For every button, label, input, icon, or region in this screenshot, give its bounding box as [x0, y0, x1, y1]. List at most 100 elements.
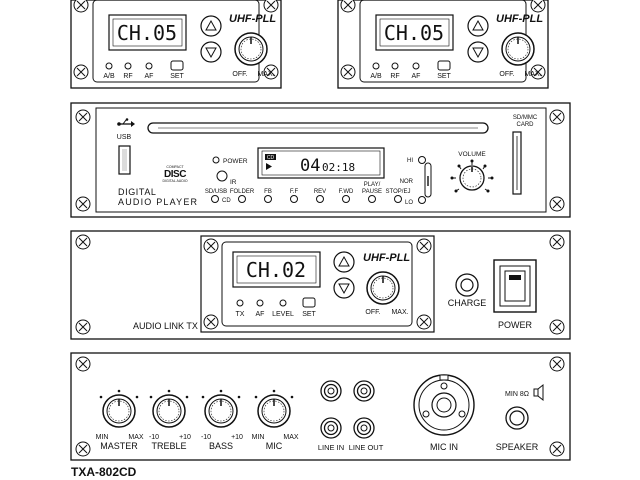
- volume-label: VOLUME: [458, 151, 486, 158]
- screw-icon: [75, 319, 91, 335]
- down-arrow-button[interactable]: [333, 277, 355, 299]
- screw-icon: [340, 64, 356, 80]
- tx-volume-knob[interactable]: [366, 271, 400, 305]
- line-in-jack-left[interactable]: [320, 380, 342, 402]
- screw-icon: [549, 234, 565, 250]
- sd-usb-button[interactable]: [211, 195, 219, 203]
- power-label: POWER: [498, 320, 533, 330]
- rf-label: RF: [123, 73, 132, 80]
- mic-in-label: MIC IN: [430, 442, 458, 452]
- ab-led-button[interactable]: [105, 62, 113, 70]
- treble-max-label: +10: [179, 434, 191, 441]
- card-label: CARD: [516, 122, 534, 128]
- power-switch[interactable]: [493, 259, 537, 313]
- tx-led: [236, 299, 244, 307]
- usb-label: USB: [117, 134, 132, 141]
- channel-display: CH.05: [384, 21, 444, 45]
- screw-icon: [75, 234, 91, 250]
- master-max-label: MAX: [128, 434, 144, 441]
- volume-knob[interactable]: [501, 32, 535, 66]
- folder-button[interactable]: [238, 195, 246, 203]
- knob-max-label: MAX.: [257, 71, 274, 78]
- brand-label: UHF-PLL: [496, 13, 543, 25]
- screw-icon: [549, 319, 565, 335]
- master-knob[interactable]: [102, 394, 136, 428]
- hi-label: HI: [407, 158, 413, 164]
- mic-knob[interactable]: [257, 394, 291, 428]
- cd-player-panel: USB COMPACT DISC DIGITAL AUDIO DIGITAL A…: [70, 102, 571, 218]
- charge-jack[interactable]: [455, 273, 479, 297]
- lcd-display: [375, 14, 454, 51]
- tx-lcd-display: [232, 251, 321, 288]
- track-number: 04: [300, 156, 320, 176]
- play-pause-button[interactable]: [368, 195, 376, 203]
- bass-knob[interactable]: [204, 394, 238, 428]
- rev-label: REV: [314, 189, 326, 195]
- set-button[interactable]: [170, 60, 184, 71]
- cd-volume-knob[interactable]: [459, 165, 485, 191]
- screw-icon: [73, 0, 89, 13]
- down-arrow-button[interactable]: [200, 41, 222, 63]
- mixer-panel: MIN MAX MASTER -10 +10 TREBLE -10 +10 BA…: [70, 352, 571, 461]
- line-out-jack-right[interactable]: [353, 417, 375, 439]
- up-arrow-button[interactable]: [467, 15, 489, 37]
- ir-sensor: [216, 170, 228, 182]
- receiver-module-1: CH.05 UHF-PLL OFF. MAX. A/B RF AF SET: [70, 0, 282, 89]
- bass-min-label: -10: [201, 434, 211, 441]
- screw-icon: [549, 196, 565, 212]
- treble-label: TREBLE: [151, 441, 186, 451]
- screw-icon: [73, 64, 89, 80]
- tx-brand-label: UHF-PLL: [363, 252, 410, 264]
- folder-label: FOLDER: [230, 189, 255, 195]
- play-indicator-icon: [266, 163, 272, 170]
- af-label: AF: [412, 73, 421, 80]
- af-led: [145, 62, 153, 70]
- master-min-label: MIN: [96, 434, 109, 441]
- stop-eject-button[interactable]: [394, 195, 402, 203]
- level-led: [279, 299, 287, 307]
- svg-text:COMPACT: COMPACT: [166, 165, 184, 169]
- set-button[interactable]: [437, 60, 451, 71]
- play-label: PLAY/: [364, 182, 381, 188]
- screw-icon: [549, 109, 565, 125]
- cd-lcd-display: [257, 147, 385, 179]
- fb-button[interactable]: [264, 195, 272, 203]
- brand-label: UHF-PLL: [229, 13, 276, 25]
- treble-knob[interactable]: [152, 394, 186, 428]
- down-arrow-button[interactable]: [467, 41, 489, 63]
- screw-icon: [75, 356, 91, 372]
- speaker-jack[interactable]: [505, 406, 529, 430]
- ab-led-button[interactable]: [372, 62, 380, 70]
- screw-icon: [416, 238, 432, 254]
- digital-label: DIGITAL: [118, 187, 157, 197]
- af-led: [412, 62, 420, 70]
- tx-set-button[interactable]: [302, 297, 316, 308]
- up-arrow-button[interactable]: [333, 251, 355, 273]
- set-label: SET: [302, 311, 316, 318]
- rev-button[interactable]: [316, 195, 324, 203]
- treble-min-label: -10: [149, 434, 159, 441]
- mic-in-combo-jack[interactable]: [413, 374, 475, 436]
- up-arrow-button[interactable]: [200, 15, 222, 37]
- ff-button[interactable]: [290, 195, 298, 203]
- line-in-jack-right[interactable]: [320, 417, 342, 439]
- level-hi-indicator: [418, 156, 426, 164]
- volume-knob[interactable]: [234, 32, 268, 66]
- fb-label: FB: [264, 189, 272, 195]
- lcd-display: [108, 14, 187, 51]
- sd-usb-label: SD/USB: [205, 189, 227, 195]
- speaker-label: SPEAKER: [496, 442, 539, 452]
- power-led: [212, 156, 220, 164]
- line-in-label: LINE IN: [318, 443, 344, 452]
- fwd-label: F.WD: [339, 189, 354, 195]
- svg-text:DIGITAL AUDIO: DIGITAL AUDIO: [162, 179, 187, 183]
- usb-port[interactable]: [118, 145, 131, 175]
- power-led-label: POWER: [223, 158, 248, 165]
- level-lo-indicator: [418, 196, 426, 204]
- tx-knob-max-label: MAX.: [391, 309, 408, 316]
- line-out-jack-left[interactable]: [353, 380, 375, 402]
- screw-icon: [203, 314, 219, 330]
- mic-label: MIC: [266, 441, 283, 451]
- fwd-button[interactable]: [342, 195, 350, 203]
